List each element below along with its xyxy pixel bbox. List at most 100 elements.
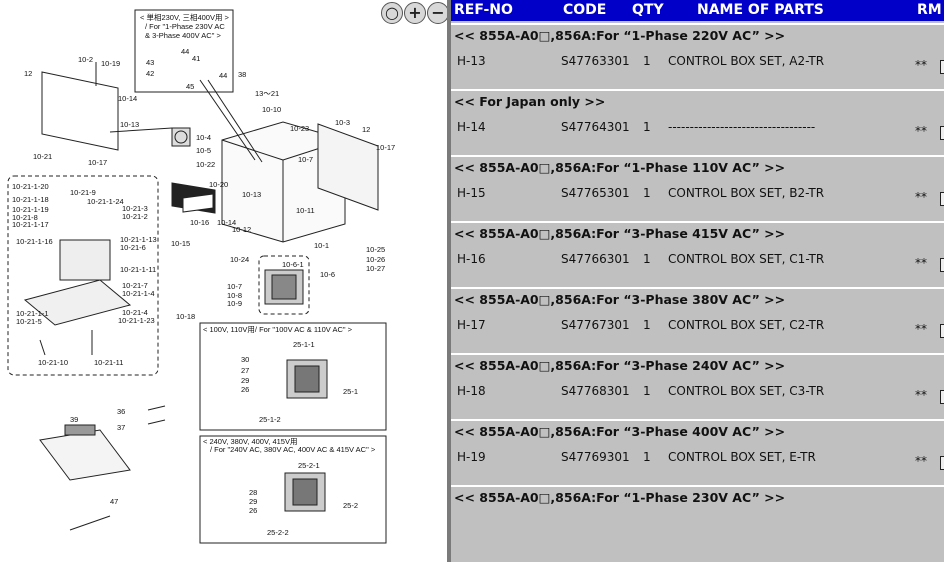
part-label: 10-21-1-16 [16, 237, 53, 246]
ref-no-cell: H-18 [457, 384, 486, 398]
part-label: 10-21-1-11 [120, 265, 156, 274]
part-label: 39 [70, 415, 78, 424]
back-panel-shape [41, 71, 119, 151]
note-box-1-line2: / For "1-Phase 230V AC [145, 22, 225, 31]
part-label: 26 [249, 506, 257, 515]
row-checkbox[interactable] [940, 324, 944, 338]
parts-section: << 855A-A0□,856A:For “3-Phase 415V AC” >… [451, 221, 944, 287]
part-label: 10-21-2 [122, 212, 148, 221]
ref-no-cell: H-15 [457, 186, 486, 200]
qty-cell: 1 [643, 384, 651, 398]
qty-cell: 1 [643, 120, 651, 134]
section-heading: << 855A-A0□,856A:For “1-Phase 220V AC” >… [454, 28, 786, 43]
section-separator [451, 155, 944, 157]
part-label: 10-21-10 [38, 358, 68, 367]
pane-divider[interactable] [447, 0, 451, 562]
ref-no-cell: H-16 [457, 252, 486, 266]
part-label: 10-23 [290, 124, 309, 133]
part-label: 28 [249, 488, 257, 497]
section-heading: << 855A-A0□,856A:For “3-Phase 415V AC” >… [454, 226, 786, 241]
part-label: 25-1-2 [259, 415, 281, 424]
note-box-3-line1: < 240V, 380V, 400V, 415V用 [203, 437, 297, 446]
part-label: 44 [219, 71, 227, 80]
part-label: 10-10 [262, 105, 281, 114]
part-label: 12 [24, 69, 32, 78]
part-label: 10-13 [120, 120, 139, 129]
part-label: 10-14 [217, 218, 236, 227]
ref-no-cell: H-19 [457, 450, 486, 464]
rm-cell: ** [915, 58, 927, 72]
part-label: 10-21-3 [122, 204, 148, 213]
part-label: 41 [192, 54, 200, 63]
part-label: 12 [362, 125, 370, 134]
parts-section: << 855A-A0□,856A:For “3-Phase 400V AC” >… [451, 419, 944, 485]
part-label: 10-21-1-19 [12, 205, 49, 214]
part-name-cell: CONTROL BOX SET, C1-TR [668, 252, 825, 266]
part-label: 10-21-1-20 [12, 182, 49, 191]
ref-no-cell: H-14 [457, 120, 486, 134]
zoom-out-icon[interactable]: − [427, 2, 447, 24]
note-box-3-line2: / For "240V AC, 380V AC, 400V AC & 415V … [210, 445, 376, 454]
part-name-cell: ---------------------------------- [668, 120, 816, 134]
part-label: 10-21-1-13 [120, 235, 157, 244]
note-box-1-line3: & 3-Phase 400V AC" > [145, 31, 221, 40]
row-checkbox[interactable] [940, 390, 944, 404]
part-label: 36 [117, 407, 125, 416]
col-header-name[interactable]: NAME OF PARTS [697, 2, 824, 18]
part-label: 10-4 [196, 133, 211, 142]
part-label: 10-24 [230, 255, 249, 264]
part-label: 10-6 [320, 270, 335, 279]
note-box-1-line1: < 単相230V, 三相400V用 > [140, 12, 230, 22]
part-label: 10-1 [314, 241, 329, 250]
part-label: 38 [238, 70, 246, 79]
section-heading: << 855A-A0□,856A:For “1-Phase 110V AC” >… [454, 160, 786, 175]
part-label: 10-5 [196, 146, 211, 155]
section-separator [451, 287, 944, 289]
part-label: 10-18 [176, 312, 195, 321]
zoom-reset-icon[interactable]: ○ [381, 2, 403, 24]
part-label: 10-21-7 [122, 281, 148, 290]
zoom-in-icon[interactable]: + [404, 2, 426, 24]
part-label: 10-12 [232, 225, 251, 234]
qty-cell: 1 [643, 54, 651, 68]
part-label: 25-1 [343, 387, 358, 396]
part-label: 44 [181, 47, 189, 56]
code-cell: S47766301 [561, 252, 630, 266]
section-heading: << 855A-A0□,856A:For “3-Phase 380V AC” >… [454, 292, 786, 307]
part-label: 10-21-1-24 [87, 197, 124, 206]
part-label: 10-21-6 [120, 243, 146, 252]
part-label: 10-19 [101, 59, 120, 68]
row-checkbox[interactable] [940, 60, 944, 74]
part-label: 47 [110, 497, 118, 506]
part-label: 10-22 [196, 160, 215, 169]
row-checkbox[interactable] [940, 192, 944, 206]
part-label: 10-21-1-18 [12, 195, 49, 204]
parts-section: << 855A-A0□,856A:For “3-Phase 240V AC” >… [451, 353, 944, 419]
part-label: 25-2-1 [298, 461, 320, 470]
part-label: 27 [241, 366, 249, 375]
part-label: 10-11 [296, 206, 315, 215]
row-checkbox[interactable] [940, 258, 944, 272]
col-header-code[interactable]: CODE [563, 2, 607, 18]
part-label: 25-2-2 [267, 528, 289, 537]
section-heading: << 855A-A0□,856A:For “1-Phase 230V AC” >… [454, 490, 786, 505]
section-heading: << 855A-A0□,856A:For “3-Phase 400V AC” >… [454, 424, 786, 439]
part-label: 10-21-11 [94, 358, 123, 367]
parts-section: << 855A-A0□,856A:For “1-Phase 220V AC” >… [451, 23, 944, 89]
col-header-qty[interactable]: QTY [632, 2, 664, 18]
qty-cell: 1 [643, 318, 651, 332]
code-cell: S47763301 [561, 54, 630, 68]
row-checkbox[interactable] [940, 126, 944, 140]
row-checkbox[interactable] [940, 456, 944, 470]
col-header-refno[interactable]: REF-NO [454, 2, 513, 18]
col-header-rm[interactable]: RM [917, 2, 942, 18]
part-label: 10-9 [227, 299, 242, 308]
part-label: 10-21-1-1 [16, 309, 49, 318]
